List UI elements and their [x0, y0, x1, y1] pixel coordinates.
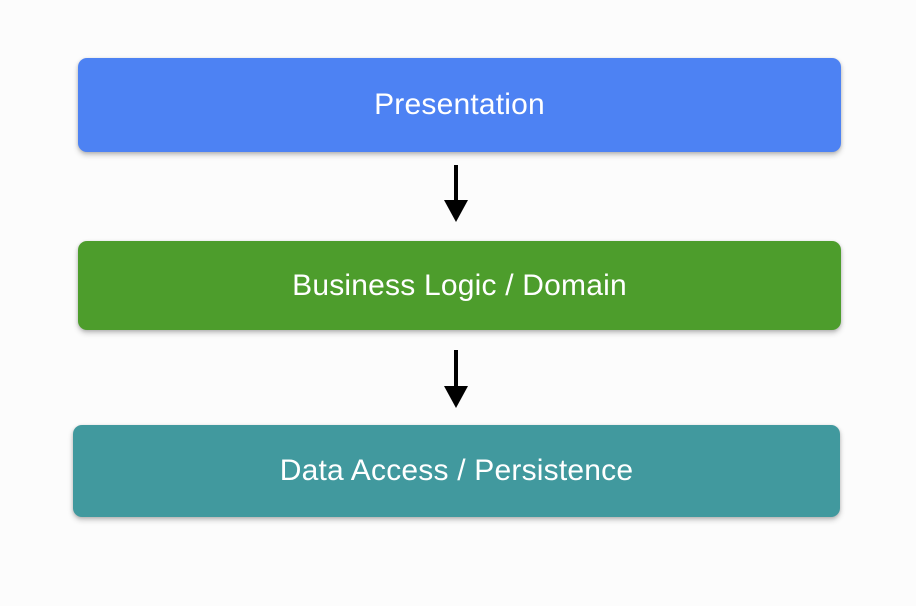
arrow-head-icon — [444, 200, 468, 222]
layer-box-data-access[interactable]: Data Access / Persistence — [73, 425, 840, 517]
arrow-business-to-data — [444, 350, 468, 408]
arrow-head-icon — [444, 386, 468, 408]
layer-label-data-access: Data Access / Persistence — [279, 454, 634, 487]
arrow-presentation-to-business — [444, 165, 468, 222]
layer-label-business-logic: Business Logic / Domain — [292, 268, 627, 302]
layer-box-business-logic[interactable]: Business Logic / Domain — [78, 241, 841, 330]
layer-box-presentation[interactable]: Presentation — [78, 58, 841, 152]
layer-label-presentation: Presentation — [374, 88, 545, 121]
